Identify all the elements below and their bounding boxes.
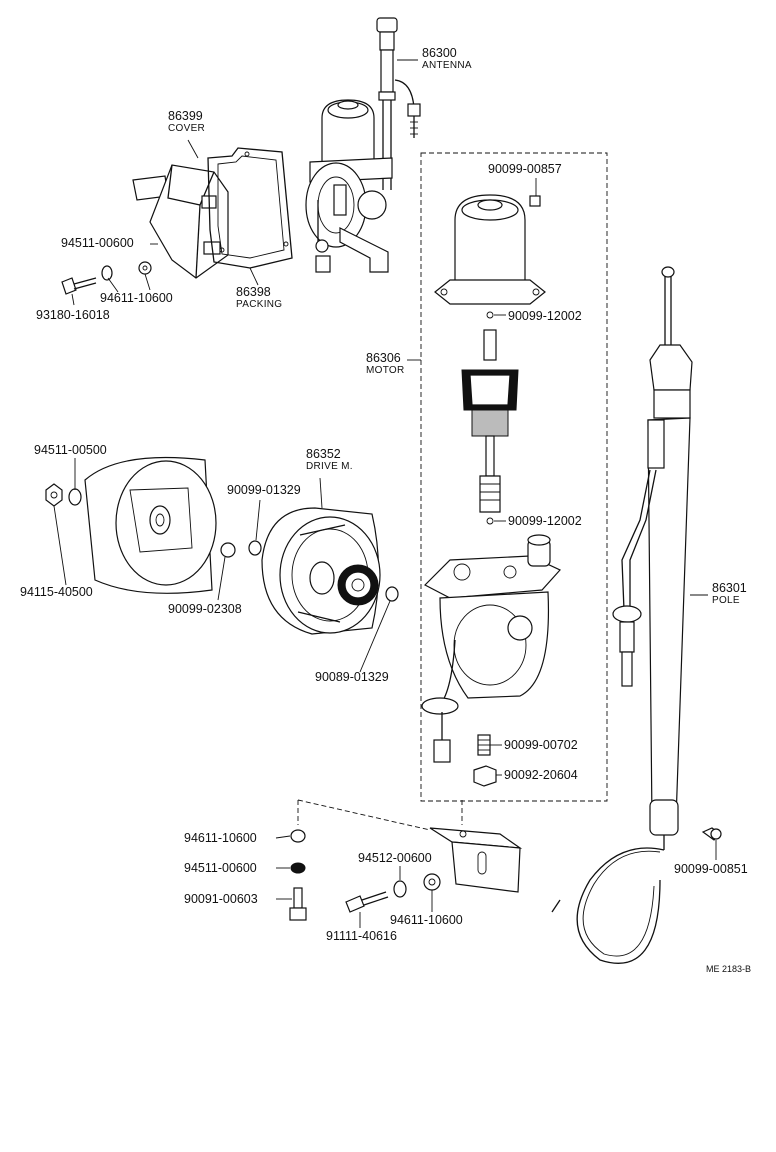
part-label-p14: 94611-10600 xyxy=(184,831,257,845)
part-label-p9: 90099-01329 xyxy=(227,483,301,497)
motor-part-number: 86306 xyxy=(366,351,401,365)
part-label-p7: 94511-00500 xyxy=(34,443,107,457)
cover-part-number: 86399 xyxy=(168,109,203,123)
part-label-p3: 94611-10600 xyxy=(100,291,173,305)
part-label-p20: 90099-00851 xyxy=(674,862,748,876)
part-label-p16: 90091-00603 xyxy=(184,892,258,906)
pole-part-number: 86301 xyxy=(712,581,747,595)
part-label-p2: 93180-16018 xyxy=(36,308,110,322)
bracket-hardware-drawing xyxy=(289,829,441,921)
part-label-p1: 94511-00600 xyxy=(61,236,134,250)
packing-drawing xyxy=(207,147,293,269)
packing-part-name: PACKING xyxy=(236,299,283,310)
cover-part-name: COVER xyxy=(168,123,206,134)
part-label-p8: 94115-40500 xyxy=(20,585,93,599)
antenna-part-name: ANTENNA xyxy=(422,60,472,71)
packing-part-number: 86398 xyxy=(236,285,271,299)
motor-can-drawing xyxy=(434,194,546,319)
part-label-p12: 90099-00702 xyxy=(504,738,578,752)
part-label-p5: 90099-12002 xyxy=(508,309,582,323)
drive-mechanism-drawing xyxy=(261,507,399,635)
leader-lines xyxy=(53,59,717,928)
part-label-p19: 94611-10600 xyxy=(390,913,463,927)
motor-armature-drawing xyxy=(461,329,519,525)
diagram-code: ME 2183-B xyxy=(706,964,752,974)
screw-93180-16018 xyxy=(61,261,152,295)
antenna-assembly-drawing xyxy=(305,17,421,273)
motor-housing-drawing xyxy=(421,534,561,787)
pole-drawing xyxy=(551,266,722,964)
part-label-p13: 90092-20604 xyxy=(504,768,578,782)
part-label-p17: 94512-00600 xyxy=(358,851,432,865)
motor-part-name: MOTOR xyxy=(366,365,405,376)
part-label-p11: 90089-01329 xyxy=(315,670,389,684)
part-label-p10: 90099-02308 xyxy=(168,602,242,616)
antenna-part-number: 86300 xyxy=(422,46,457,60)
part-label-p4: 90099-00857 xyxy=(488,162,562,176)
drive-housing-drawing xyxy=(45,456,262,594)
pole-part-name: POLE xyxy=(712,595,740,606)
part-label-p6: 90099-12002 xyxy=(508,514,582,528)
part-label-p15: 94511-00600 xyxy=(184,861,257,875)
bracket-drawing xyxy=(429,827,523,893)
drive-part-name: DRIVE M. xyxy=(306,461,353,472)
part-label-p18: 91111-40616 xyxy=(326,929,397,943)
drive-part-number: 86352 xyxy=(306,447,341,461)
